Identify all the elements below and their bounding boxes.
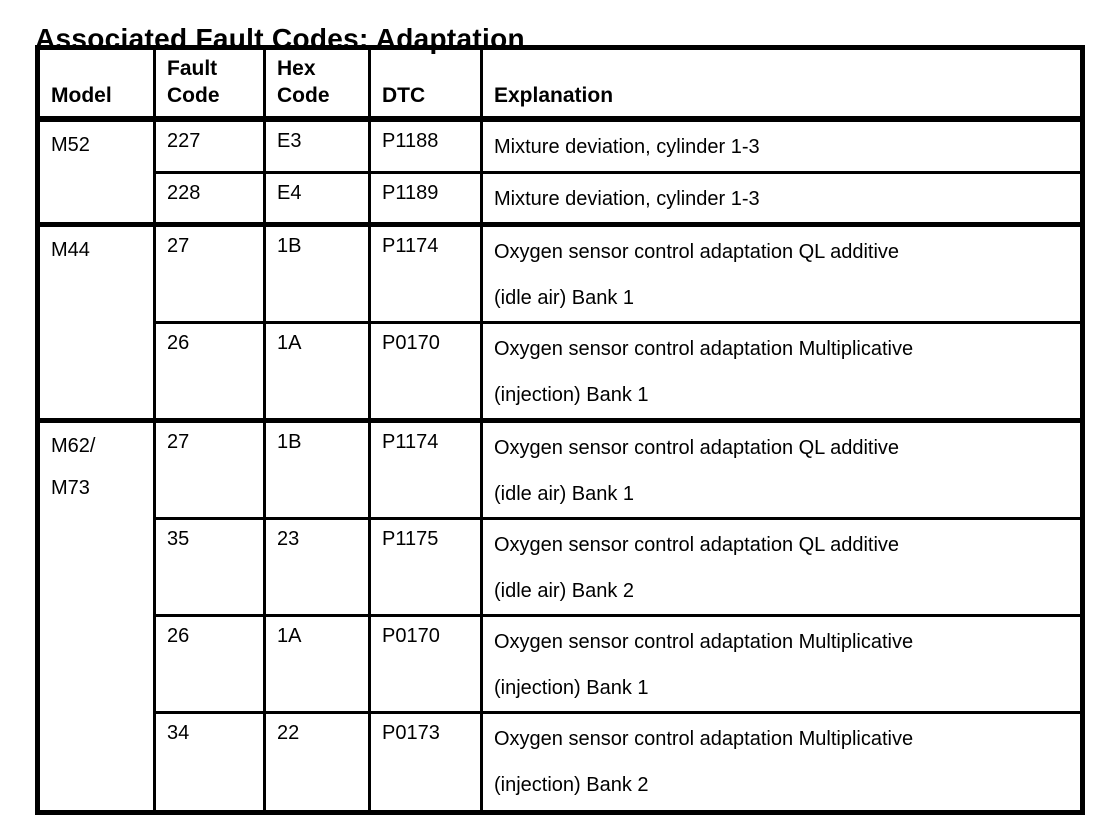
hex-code-cell: 23 bbox=[263, 516, 371, 617]
dtc-cell: P0173 bbox=[368, 710, 483, 814]
column-header-fault-code: Fault Code bbox=[153, 46, 266, 122]
dtc-cell: P1188 bbox=[368, 116, 483, 174]
fault-code-cell: 26 bbox=[153, 320, 266, 422]
explanation-cell: Mixture deviation, cylinder 1-3 bbox=[480, 116, 1084, 174]
explanation-cell: Mixture deviation, cylinder 1-3 bbox=[480, 170, 1084, 226]
dtc-cell: P1189 bbox=[368, 170, 483, 226]
hex-code-cell: E3 bbox=[263, 116, 371, 174]
model-cell: M52 bbox=[36, 116, 156, 226]
fault-code-cell: 27 bbox=[153, 417, 266, 520]
hex-code-cell: 22 bbox=[263, 710, 371, 814]
table-row: M52 227 E3 P1188 Mixture deviation, cyli… bbox=[36, 116, 1084, 226]
explanation-cell: Oxygen sensor control adaptation QL addi… bbox=[480, 221, 1084, 324]
column-header-dtc: DTC bbox=[368, 46, 483, 122]
dtc-cell: P0170 bbox=[368, 320, 483, 422]
explanation-cell: Oxygen sensor control adaptation Multipl… bbox=[480, 320, 1084, 422]
dtc-cell: P1174 bbox=[368, 221, 483, 324]
table-row: 26 1A P0170 Oxygen sensor control adapta… bbox=[38, 613, 1084, 714]
table-row: M62/ M73 27 1B P1174 Oxygen sensor contr… bbox=[36, 417, 1084, 814]
table-row: 228 E4 P1189 Mixture deviation, cylinder… bbox=[38, 170, 1084, 226]
explanation-cell: Oxygen sensor control adaptation QL addi… bbox=[480, 516, 1084, 617]
fault-code-cell: 34 bbox=[153, 710, 266, 814]
table-row: M44 27 1B P1174 Oxygen sensor control ad… bbox=[36, 221, 1084, 422]
fault-code-cell: 227 bbox=[153, 116, 266, 174]
hex-code-cell: 1B bbox=[263, 417, 371, 520]
dtc-cell: P1175 bbox=[368, 516, 483, 617]
hex-code-cell: 1B bbox=[263, 221, 371, 324]
fault-code-cell: 26 bbox=[153, 613, 266, 714]
column-header-hex-code: Hex Code bbox=[263, 46, 371, 122]
hex-code-cell: E4 bbox=[263, 170, 371, 226]
dtc-cell: P0170 bbox=[368, 613, 483, 714]
fault-code-cell: 27 bbox=[153, 221, 266, 324]
fault-code-table: Model Fault Code Hex Code DTC Explanatio… bbox=[35, 45, 1085, 815]
model-cell: M44 bbox=[36, 221, 156, 422]
table-row: 35 23 P1175 Oxygen sensor control adapta… bbox=[38, 516, 1084, 617]
explanation-cell: Oxygen sensor control adaptation QL addi… bbox=[480, 417, 1084, 520]
hex-code-cell: 1A bbox=[263, 320, 371, 422]
hex-code-cell: 1A bbox=[263, 613, 371, 714]
fault-code-cell: 228 bbox=[153, 170, 266, 226]
header-row: Model Fault Code Hex Code DTC Explanatio… bbox=[36, 46, 1084, 122]
dtc-cell: P1174 bbox=[368, 417, 483, 520]
table-row: 26 1A P0170 Oxygen sensor control adapta… bbox=[38, 320, 1084, 422]
model-cell: M62/ M73 bbox=[36, 417, 156, 814]
table-row: 34 22 P0173 Oxygen sensor control adapta… bbox=[38, 710, 1084, 814]
fault-code-cell: 35 bbox=[153, 516, 266, 617]
column-header-explanation: Explanation bbox=[480, 46, 1084, 122]
explanation-cell: Oxygen sensor control adaptation Multipl… bbox=[480, 710, 1084, 814]
column-header-model: Model bbox=[36, 46, 156, 122]
explanation-cell: Oxygen sensor control adaptation Multipl… bbox=[480, 613, 1084, 714]
